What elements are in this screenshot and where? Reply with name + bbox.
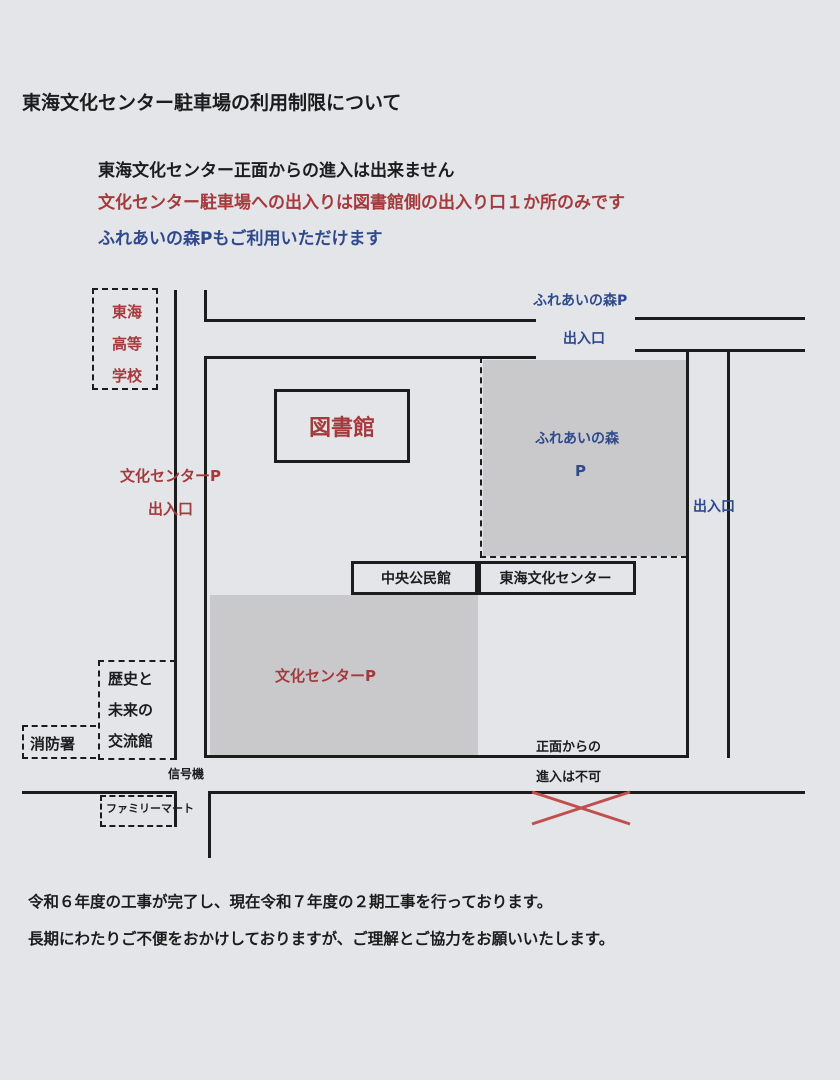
school-label-line: 学校 — [112, 367, 143, 385]
parking-p-label: P — [575, 462, 586, 480]
fire-station-label: 消防署 — [30, 735, 76, 753]
school-building — [92, 288, 158, 390]
history-center-label: 歴史と 未来の 交流館 — [108, 664, 153, 757]
no-entry-x-icon — [531, 790, 631, 826]
fureai-parking-area — [483, 360, 687, 556]
boundary-line — [480, 556, 687, 558]
no-entry-line: 正面からの — [536, 740, 602, 755]
history-label-line: 歴史と — [108, 670, 154, 688]
fire-station-building — [22, 725, 96, 759]
familymart-building — [100, 795, 172, 827]
fureai-entrance-label: 出入口 — [563, 331, 605, 347]
notice-library-entrance: 文化センター駐車場への出入りは図書館側の出入り口１か所のみです — [98, 193, 625, 213]
right-entrance-label: 出入口 — [693, 499, 735, 515]
notice-no-front-entry: 東海文化センター正面からの進入は出来ません — [98, 161, 455, 181]
notice-fureai-parking: ふれあいの森Pもご利用いただけます — [98, 229, 383, 249]
tokai-center-building: 東海文化センター — [475, 561, 636, 595]
no-entry-label: 正面からの 進入は不可 — [536, 733, 601, 793]
history-label-line: 未来の — [108, 701, 154, 719]
community-hall-building: 中央公民館 — [351, 561, 481, 595]
school-label-line: 高等 — [112, 335, 143, 353]
bunka-p-entrance-label: 文化センターP — [120, 467, 221, 485]
school-label-line: 東海 — [112, 303, 143, 321]
history-label-line: 交流館 — [108, 732, 154, 750]
fureai-forest-label: ふれあいの森 — [535, 431, 619, 447]
no-entry-line: 進入は不可 — [536, 770, 602, 785]
library-building: 図書館 — [274, 389, 410, 463]
bunka-entrance-label: 出入口 — [148, 500, 194, 518]
history-center-building — [98, 660, 176, 760]
footer-line-2: 長期にわたりご不便をおかけしておりますが、ご理解とご協力をお願いいたします。 — [28, 930, 615, 948]
school-label: 東海 高等 学校 — [112, 296, 142, 392]
familymart-label: ファミリーマート — [106, 802, 194, 815]
page-title: 東海文化センター駐車場の利用制限について — [22, 92, 402, 114]
signal-label: 信号機 — [168, 767, 205, 781]
bunka-parking-label: 文化センターP — [275, 667, 376, 685]
bunka-parking-area — [210, 595, 478, 757]
fureai-p-entrance-label: ふれあいの森P — [533, 293, 628, 309]
boundary-line — [480, 357, 482, 557]
footer-line-1: 令和６年度の工事が完了し、現在令和７年度の２期工事を行っております。 — [28, 893, 553, 911]
